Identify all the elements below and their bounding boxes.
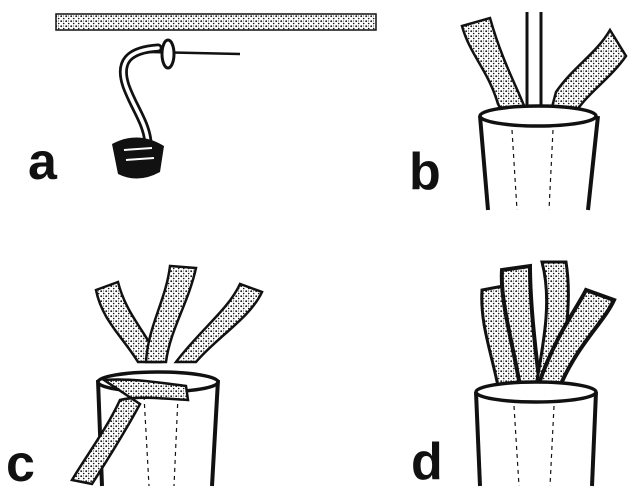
panel-label-b: b [409,146,441,198]
tube [476,392,596,486]
panel-label-d: d [411,436,443,488]
washer [162,40,174,68]
weight [112,137,164,178]
ceiling-bar [56,14,376,30]
wrapping-strand [72,379,188,484]
tube [480,116,598,210]
panel-label-a: a [28,136,57,188]
panel-label-c: c [6,438,35,490]
panel-d-drawing [476,262,614,486]
panel-a-drawing [56,14,376,179]
panel-c-drawing [72,266,262,486]
panel-b-drawing [462,12,626,210]
